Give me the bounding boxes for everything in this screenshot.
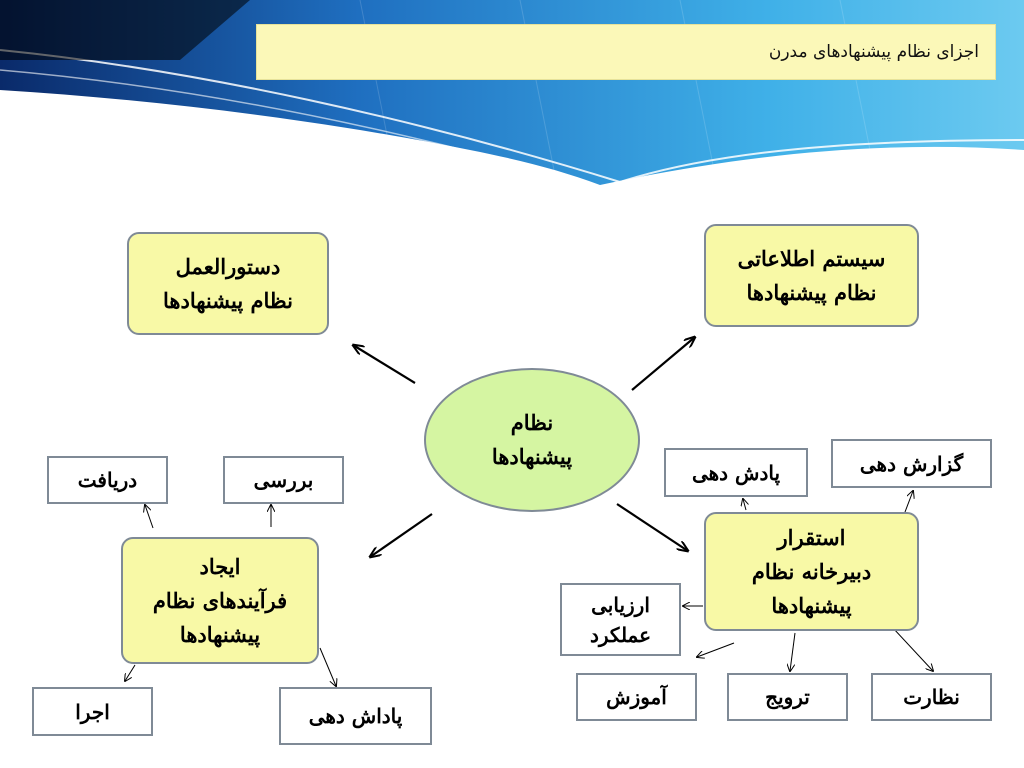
- leaf-evaluation: ارزیابی عملکرد: [560, 583, 681, 656]
- leaf-execute-label: اجرا: [75, 699, 110, 724]
- arrow-to-training: [697, 642, 735, 657]
- center-node-suggestion-system: نظام پیشنهادها: [424, 368, 640, 512]
- leaf-execute: اجرا: [32, 687, 153, 736]
- slide-title-bar: اجزای نظام پیشنهادهای مدرن: [256, 24, 996, 80]
- node-processes: ایجاد فرآیندهای نظام پیشنهادها: [121, 537, 319, 664]
- node-bylaws-line-1: دستورالعمل: [175, 253, 281, 279]
- node-secretariat-line-3: پیشنهادها: [771, 592, 852, 618]
- node-processes-line-3: پیشنهادها: [179, 621, 261, 647]
- node-bylaws: دستورالعمل نظام پیشنهادها: [127, 232, 329, 335]
- arrow-to-supervision: [892, 627, 933, 671]
- slide-title: اجزای نظام پیشنهادهای مدرن: [768, 42, 979, 62]
- leaf-supervision-label: نظارت: [903, 685, 960, 709]
- node-info-system-line-2: نظام پیشنهادها: [746, 279, 877, 305]
- leaf-evaluation-line-2: عملکرد: [589, 622, 652, 647]
- arrow-to-bylaws: [353, 345, 416, 384]
- leaf-reward-processes: پاداش دهی: [279, 687, 432, 745]
- leaf-review: بررسی: [223, 456, 344, 504]
- leaf-training: آموزش: [576, 673, 697, 721]
- leaf-promotion: ترویج: [727, 673, 848, 721]
- leaf-review-label: بررسی: [253, 468, 314, 492]
- arrow-to-secretariat: [616, 503, 688, 551]
- leaf-training-label: آموزش: [606, 685, 667, 709]
- center-node-line-1: نظام: [510, 410, 554, 435]
- node-bylaws-line-2: نظام پیشنهادها: [163, 287, 293, 313]
- leaf-reward-processes-label: پاداش دهی: [308, 704, 403, 728]
- node-secretariat-line-1: استقرار: [777, 524, 846, 550]
- arrow-to-info-system: [631, 337, 695, 391]
- leaf-promotion-label: ترویج: [765, 685, 810, 709]
- arrow-to-execute: [125, 664, 136, 681]
- node-processes-line-1: ایجاد: [199, 553, 241, 579]
- leaf-reporting-label: گزارش دهی: [859, 451, 964, 476]
- arrow-to-promotion: [790, 632, 796, 671]
- arrow-to-receive: [145, 505, 154, 529]
- arrow-to-reporting: [904, 491, 913, 513]
- leaf-receive-label: دریافت: [77, 468, 138, 492]
- leaf-evaluation-line-1: ارزیابی: [591, 592, 650, 617]
- leaf-receive: دریافت: [47, 456, 168, 504]
- center-node-line-2: پیشنهادها: [491, 444, 573, 469]
- arrow-to-reward-processes: [319, 647, 336, 686]
- node-secretariat: استقرار دبیرخانه نظام پیشنهادها: [704, 512, 919, 631]
- leaf-reward-secretariat: پادش دهی: [664, 448, 808, 497]
- leaf-supervision: نظارت: [871, 673, 992, 721]
- arrow-to-reward-secretariat: [743, 499, 746, 511]
- node-processes-line-2: فرآیندهای نظام: [152, 587, 288, 613]
- node-info-system-line-1: سیستم اطلاعاتی: [737, 245, 886, 271]
- leaf-reward-secretariat-label: پادش دهی: [691, 460, 781, 485]
- node-secretariat-line-2: دبیرخانه نظام: [751, 558, 872, 584]
- leaf-reporting: گزارش دهی: [831, 439, 992, 488]
- arrow-to-processes: [370, 513, 433, 557]
- node-info-system: سیستم اطلاعاتی نظام پیشنهادها: [704, 224, 919, 327]
